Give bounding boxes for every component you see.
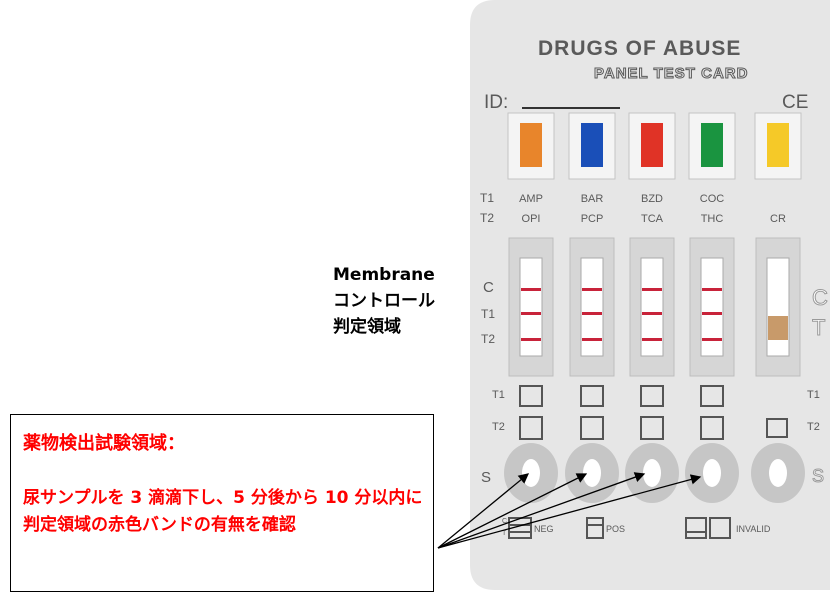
annotation-line-3: 判定領域 [333, 317, 401, 337]
result-band [642, 338, 662, 341]
row-t1-label: T1 [480, 191, 494, 205]
result-box-t2 [700, 416, 724, 440]
box-t1-label: T1 [492, 389, 505, 401]
strip-color-pad [701, 123, 723, 167]
cr-pad [768, 316, 788, 340]
result-band [521, 288, 541, 291]
result-window [766, 257, 790, 357]
box-right-t1-label: T1 [807, 389, 820, 401]
window-t2-label: T2 [481, 332, 495, 346]
drug-label-t2: THC [701, 213, 724, 225]
callout-box: 薬物検出試験領域： 尿サンプルを 3 滴滴下し、5 分後から 10 分以内に判定… [10, 414, 434, 592]
drug-labels: AMP OPI BAR PCP BZD TCA COC THC CR [519, 193, 786, 225]
strip-color-pad [767, 123, 789, 167]
legend-t-label: T [502, 530, 507, 537]
box-right-t2-label: T2 [807, 421, 820, 433]
row-t2-label: T2 [480, 211, 494, 225]
sample-well-hole [769, 459, 787, 487]
strip-color-pad [581, 123, 603, 167]
result-box-t1 [700, 385, 724, 407]
arrow-3 [437, 472, 646, 549]
legend-invalid-label: INVALID [736, 524, 771, 534]
arrow-2 [437, 473, 588, 549]
result-band [642, 288, 662, 291]
id-label: ID: [484, 92, 508, 113]
annotation-line-1: Membrane [333, 265, 435, 285]
result-band [521, 312, 541, 315]
result-box-t2 [640, 416, 664, 440]
drug-label-t1: AMP [519, 193, 543, 205]
result-band [702, 312, 722, 315]
result-band [582, 312, 602, 315]
result-window [580, 257, 604, 357]
drug-label-t2: PCP [581, 213, 604, 225]
box-t2-label: T2 [492, 421, 505, 433]
legend-invalid-icon-b [709, 517, 731, 539]
brand-title: DRUGS OF ABUSE [538, 37, 741, 60]
result-box-t1 [519, 385, 543, 407]
drug-label-t2: OPI [522, 213, 541, 225]
result-box-t1 [580, 385, 604, 407]
result-window [700, 257, 724, 357]
annotation-line-2: コントロール [333, 291, 435, 311]
drug-label-t1: BAR [581, 193, 604, 205]
result-band [582, 338, 602, 341]
sample-well-hole [583, 459, 601, 487]
strip-color-pad [641, 123, 663, 167]
sample-well-hole [522, 459, 540, 487]
callout-title: 薬物検出試験領域： [23, 433, 185, 454]
sample-wells [504, 443, 805, 503]
result-band [642, 312, 662, 315]
result-boxes [519, 385, 788, 440]
result-window [640, 257, 664, 357]
callout-arrows [437, 472, 702, 549]
result-band [702, 288, 722, 291]
legend-c-label: C [502, 518, 507, 525]
window-c-label: C [483, 279, 494, 296]
result-box-cr [766, 418, 788, 438]
sample-left-label: S [481, 469, 491, 486]
result-band [582, 288, 602, 291]
legend-invalid-icon-a [685, 517, 707, 539]
legend-neg-label: NEG [534, 524, 554, 534]
drug-label-t2: TCA [641, 213, 664, 225]
brand-subtitle: PANEL TEST CARD [594, 65, 748, 82]
result-band [521, 338, 541, 341]
result-box-t2 [519, 416, 543, 440]
result-window [519, 257, 543, 357]
arrow-4 [437, 474, 702, 549]
sample-well-hole [643, 459, 661, 487]
result-windows [508, 237, 801, 377]
legend-pos-icon [586, 517, 604, 539]
drug-label-t2: CR [770, 213, 786, 225]
sample-well-hole [703, 459, 721, 487]
legend-pos-label: POS [606, 524, 625, 534]
result-box-t2 [580, 416, 604, 440]
ce-mark: CE [782, 92, 808, 113]
result-box-t1 [640, 385, 664, 407]
window-right-t-label: T [812, 315, 825, 340]
window-t1-label: T1 [481, 307, 495, 321]
sample-right-label: S [812, 466, 824, 486]
window-right-c-label: C [812, 285, 828, 310]
strip-color-pad [520, 123, 542, 167]
arrow-1 [437, 473, 530, 549]
strip-pads [507, 112, 802, 180]
result-band [702, 338, 722, 341]
drug-label-t1: COC [700, 193, 725, 205]
callout-body: 尿サンプルを 3 滴滴下し、5 分後から 10 分以内に判定領域の赤色バンドの有… [23, 488, 423, 535]
drug-label-t1: BZD [641, 193, 663, 205]
membrane-annotation: Membrane コントロール 判定領域 [333, 262, 435, 340]
